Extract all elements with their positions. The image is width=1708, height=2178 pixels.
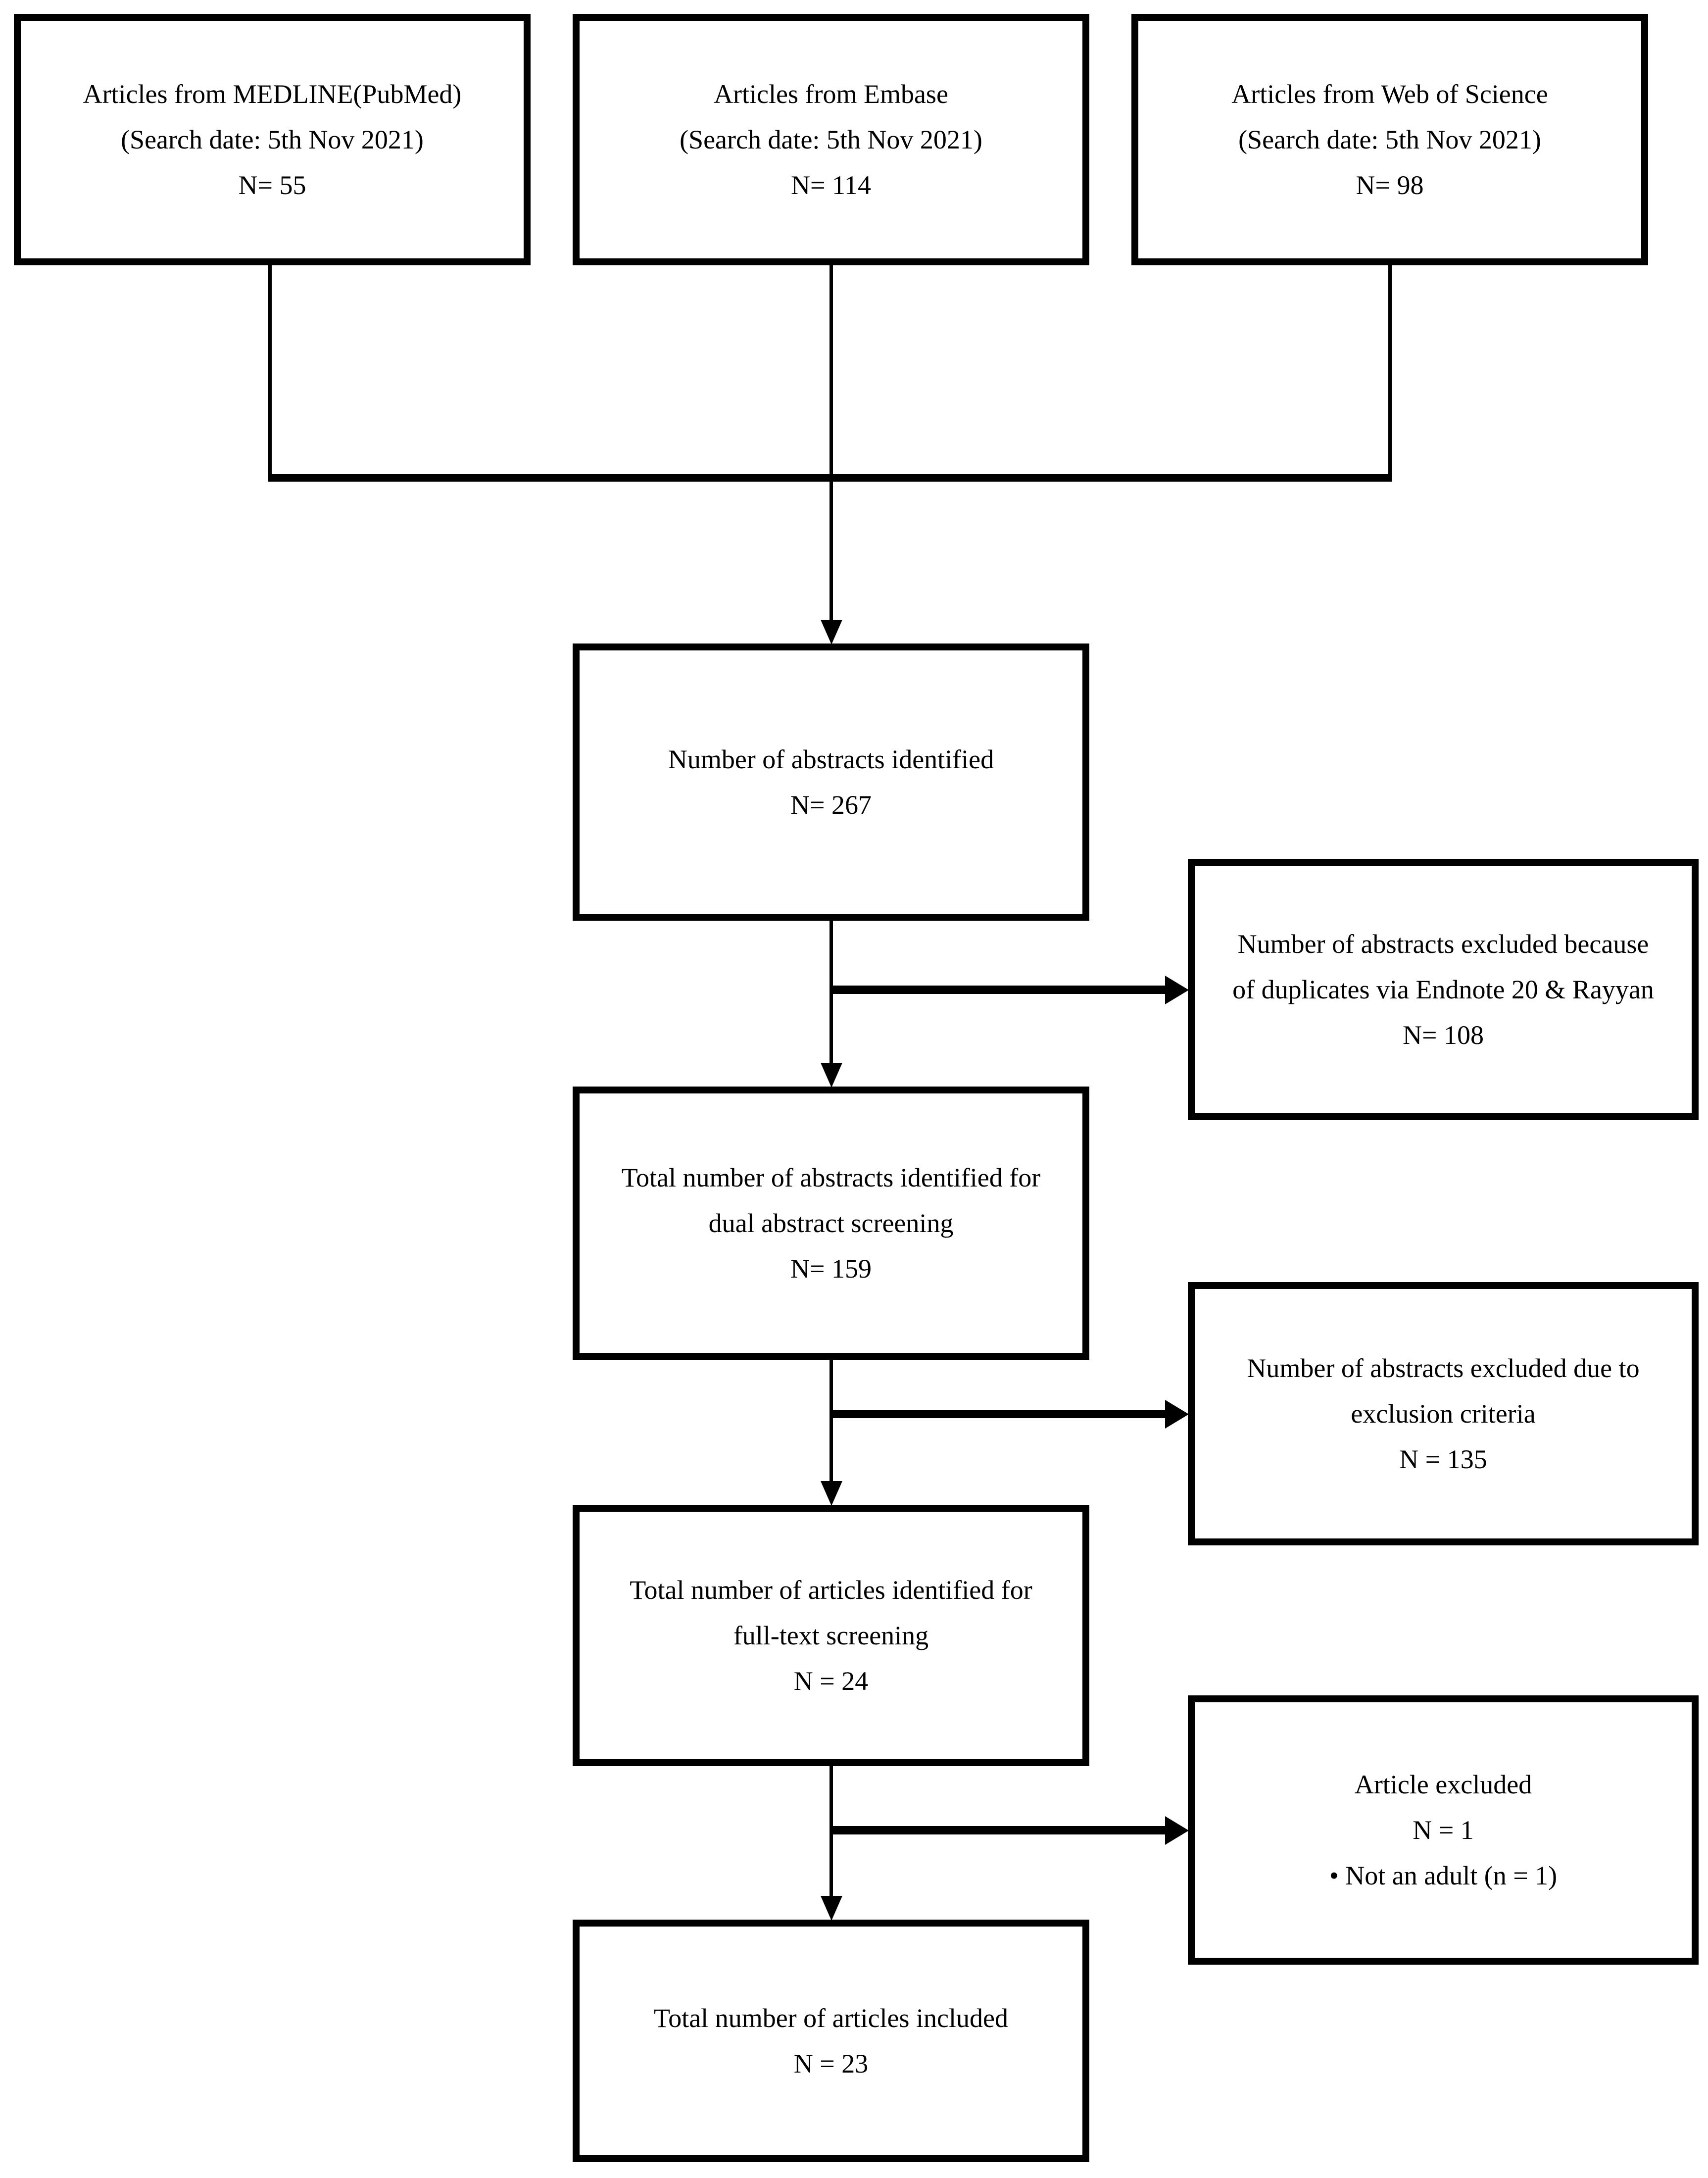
article-excluded-count: N = 1 [1413, 1815, 1474, 1845]
branch-arrow-duplicates-line [830, 986, 1166, 994]
dual-screening-count: N= 159 [790, 1254, 872, 1284]
exclusion-box-duplicates: Number of abstracts excluded because of … [1188, 859, 1699, 1120]
arrowhead-into-fulltext-screening [821, 1481, 842, 1506]
dual-screening-line1: Total number of abstracts identified for [621, 1163, 1041, 1192]
arrowhead-into-abstracts-identified [821, 620, 842, 644]
source-wos-count: N= 98 [1356, 170, 1424, 200]
article-excluded-label: Article excluded [1354, 1770, 1532, 1799]
source-embase-search-date: (Search date: 5th Nov 2021) [680, 125, 982, 154]
source-medline-search-date: (Search date: 5th Nov 2021) [121, 125, 424, 154]
flow-box-dual-screening: Total number of abstracts identified for… [573, 1087, 1089, 1360]
source-wos-title: Articles from Web of Science [1231, 79, 1548, 109]
source-medline-title: Articles from MEDLINE(PubMed) [83, 79, 462, 109]
excluded-criteria-line1: Number of abstracts excluded due to [1247, 1353, 1640, 1383]
excluded-duplicates-line2: of duplicates via Endnote 20 & Rayyan [1232, 975, 1654, 1004]
article-excluded-reason: • Not an adult (n = 1) [1329, 1861, 1558, 1890]
connector-wos-down [1388, 265, 1392, 482]
excluded-criteria-count: N = 135 [1399, 1444, 1487, 1474]
flow-box-articles-included: Total number of articles included N = 23 [573, 1920, 1089, 2162]
arrowhead-into-excluded-duplicates [1165, 976, 1189, 1004]
source-embase-count: N= 114 [791, 170, 871, 200]
flow-box-abstracts-identified: Number of abstracts identified N= 267 [573, 644, 1089, 921]
collector-line [268, 474, 1392, 482]
exclusion-box-article-excluded: Article excluded N = 1 • Not an adult (n… [1188, 1695, 1699, 1965]
source-wos-search-date: (Search date: 5th Nov 2021) [1238, 125, 1541, 154]
abstracts-identified-label: Number of abstracts identified [668, 744, 994, 774]
branch-arrow-criteria-line [830, 1410, 1166, 1418]
abstracts-identified-count: N= 267 [790, 790, 872, 820]
arrowhead-into-dual-screening [821, 1063, 842, 1088]
source-box-embase: Articles from Embase (Search date: 5th N… [573, 14, 1089, 265]
arrowhead-into-excluded-criteria [1165, 1400, 1189, 1429]
fulltext-screening-count: N = 24 [793, 1666, 869, 1696]
exclusion-box-criteria: Number of abstracts excluded due to excl… [1188, 1282, 1699, 1545]
fulltext-screening-line2: full-text screening [733, 1621, 929, 1650]
source-box-web-of-science: Articles from Web of Science (Search dat… [1131, 14, 1648, 265]
excluded-duplicates-line1: Number of abstracts excluded because [1237, 929, 1649, 959]
excluded-duplicates-count: N= 108 [1403, 1020, 1484, 1050]
articles-included-count: N = 23 [793, 2049, 869, 2079]
connector-medline-down [268, 265, 272, 482]
flow-box-fulltext-screening: Total number of articles identified for … [573, 1505, 1089, 1766]
articles-included-label: Total number of articles included [654, 2003, 1008, 2033]
dual-screening-line2: dual abstract screening [708, 1208, 954, 1238]
branch-arrow-article-excluded-line [830, 1826, 1166, 1834]
excluded-criteria-line2: exclusion criteria [1351, 1399, 1536, 1429]
arrowhead-into-articles-included [821, 1896, 842, 1921]
source-medline-count: N= 55 [238, 170, 306, 200]
connector-dual-screening-down [830, 1360, 833, 1483]
connector-embase-down [830, 265, 833, 621]
source-embase-title: Articles from Embase [714, 79, 948, 109]
fulltext-screening-line1: Total number of articles identified for [630, 1575, 1032, 1605]
source-box-medline: Articles from MEDLINE(PubMed) (Search da… [14, 14, 531, 265]
arrowhead-into-article-excluded [1165, 1816, 1189, 1845]
